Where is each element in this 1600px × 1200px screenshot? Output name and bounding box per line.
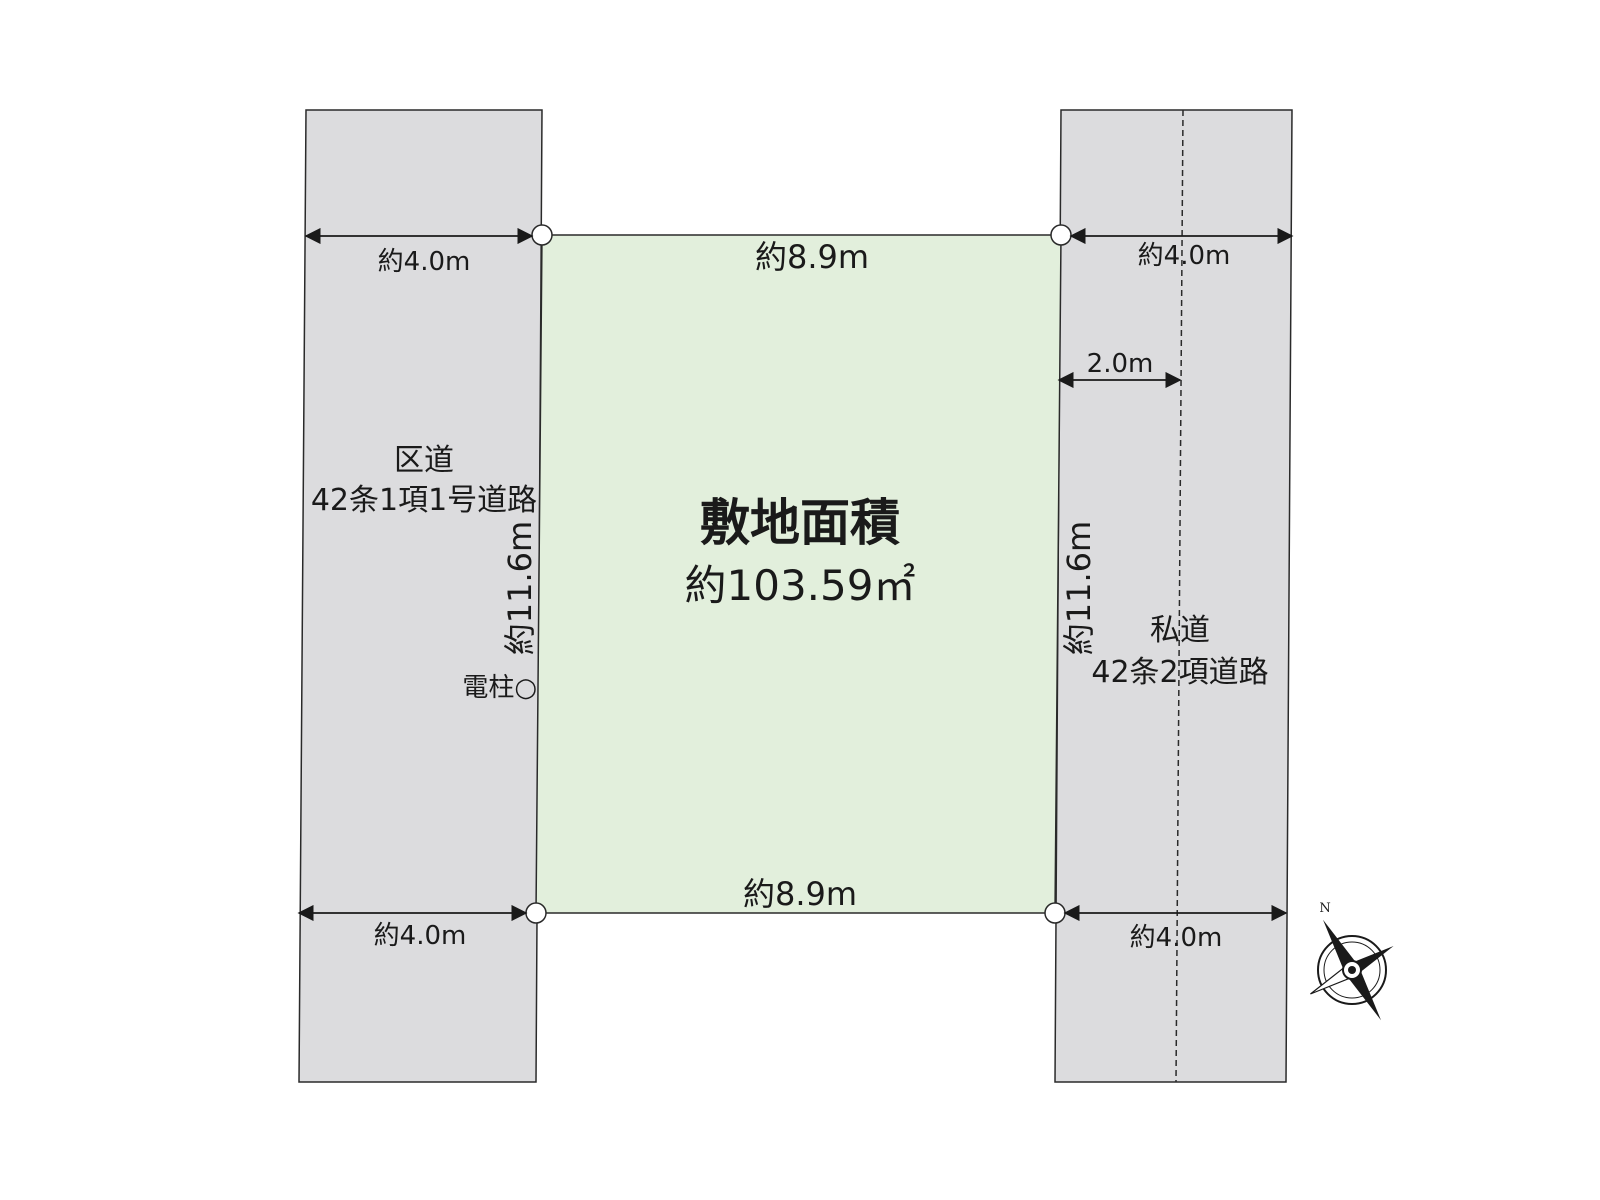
compass-icon xyxy=(1310,919,1394,1021)
dim-site-top-width: 約8.9m xyxy=(755,238,869,276)
right-road-type: 42条2項道路 xyxy=(1091,655,1268,690)
dim-site-left-depth: 約11.6m xyxy=(501,521,539,655)
site-area-title: 敷地面積 xyxy=(700,494,900,552)
right-road-name: 私道 xyxy=(1150,613,1210,648)
utility-pole-label: 電柱○ xyxy=(462,673,537,703)
dim-setback: 2.0m xyxy=(1087,349,1154,379)
left-road-type: 42条1項1号道路 xyxy=(311,483,537,518)
dim-site-right-depth: 約11.6m xyxy=(1060,521,1098,655)
dim-road-left-top: 約4.0m xyxy=(378,247,471,277)
dim-road-right-top: 約4.0m xyxy=(1138,241,1231,271)
corner-marker-bottom-left xyxy=(525,902,547,924)
dim-road-left-bottom: 約4.0m xyxy=(374,921,467,951)
corner-marker-top-right xyxy=(1050,224,1072,246)
left-road-name: 区道 xyxy=(394,443,454,478)
dim-road-right-bottom: 約4.0m xyxy=(1130,923,1223,953)
left-road xyxy=(298,109,543,1083)
corner-marker-bottom-right xyxy=(1044,902,1066,924)
site-area-value: 約103.59㎡ xyxy=(685,561,916,610)
dim-site-bottom-width: 約8.9m xyxy=(743,875,857,913)
corner-marker-top-left xyxy=(531,224,553,246)
compass-north-label: N xyxy=(1319,901,1330,916)
